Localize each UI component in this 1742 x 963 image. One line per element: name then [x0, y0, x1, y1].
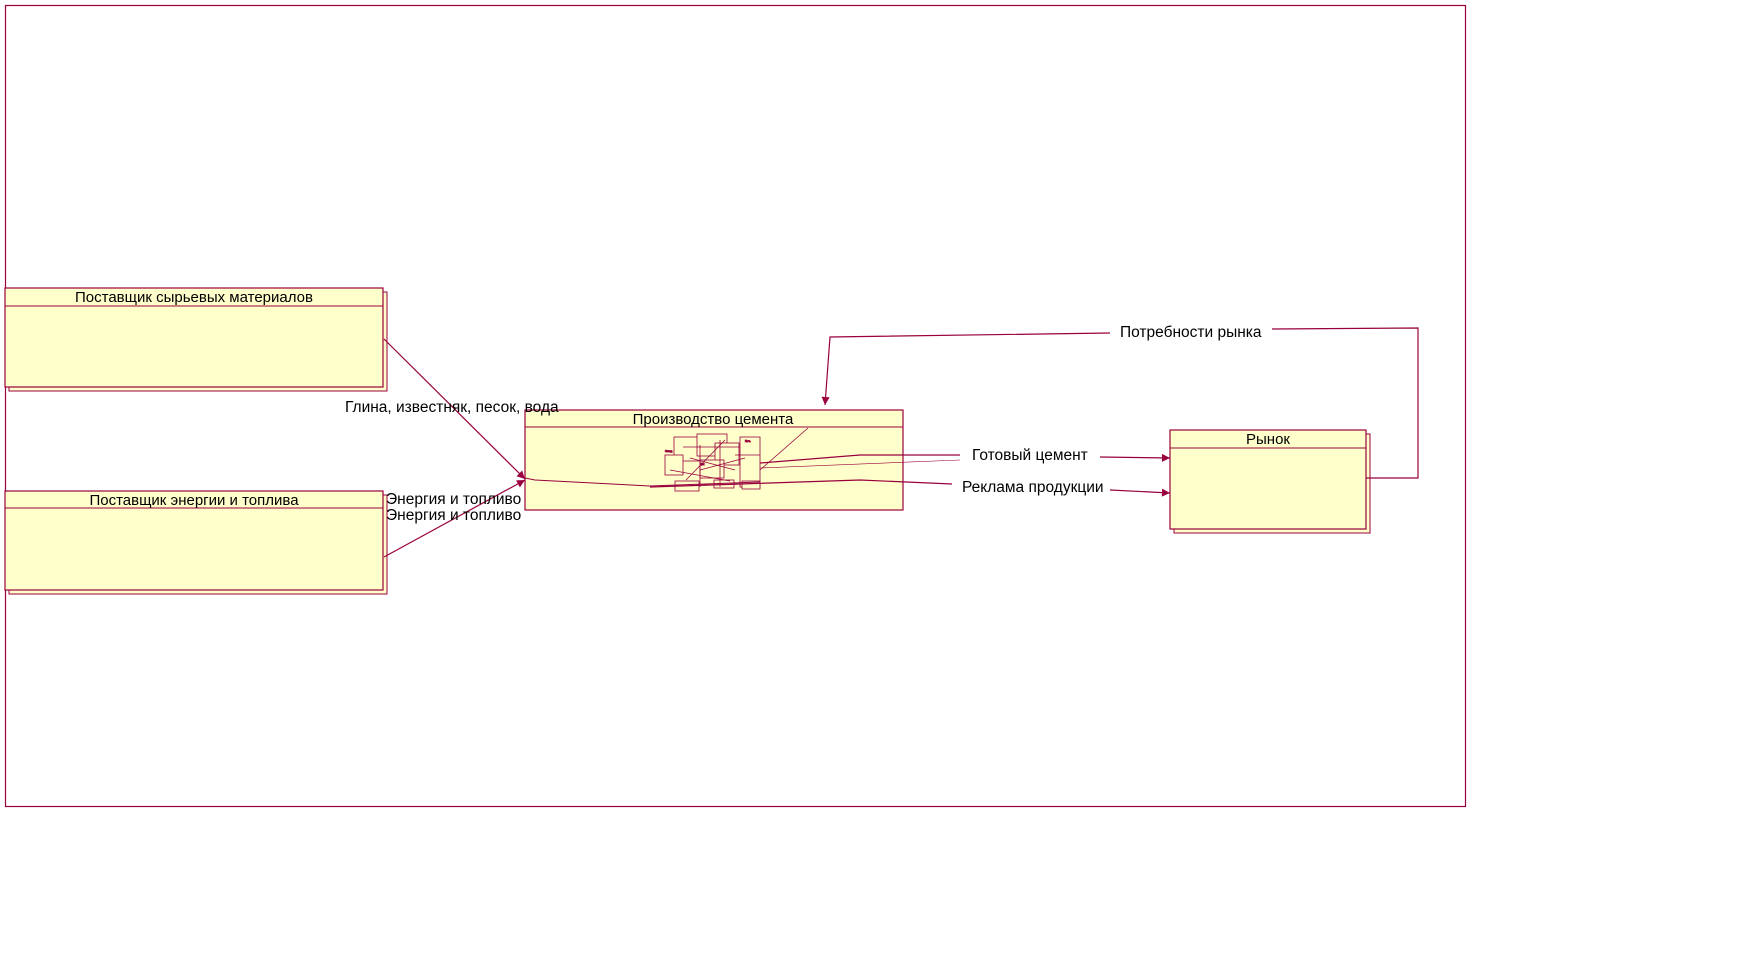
entity-raw-supplier-title: Поставщик сырьевых материалов: [75, 289, 313, 306]
entity-raw-supplier[interactable]: Поставщик сырьевых материалов: [4, 287, 388, 392]
svg-text:Склад: Склад: [665, 450, 673, 453]
entity-market[interactable]: Рынок: [1169, 429, 1371, 534]
svg-text:Печь: Печь: [745, 440, 751, 443]
flow-energy-label-1: Энергия и топливо: [386, 491, 521, 508]
flow-advertising-label: Реклама продукции: [962, 479, 1104, 496]
flow-energy-label-2: Энергия и топливо: [386, 507, 521, 524]
flow-finished-cement-line[interactable]: [759, 455, 1170, 463]
flow-finished-cement-label: Готовый цемент: [972, 447, 1088, 464]
flow-advertising-line[interactable]: [649, 479, 1170, 493]
flow-raw-materials-label: Глина, известняк, песок, вода: [345, 399, 559, 416]
nested-subdiagram-thumbnail: Склад Цех Печь: [664, 427, 961, 492]
flow-market-needs-line[interactable]: [825, 327, 1419, 479]
process-cement-production[interactable]: Производство цемента Склад Цех Печь: [524, 409, 961, 511]
entity-energy-supplier[interactable]: Поставщик энергии и топлива: [4, 490, 388, 595]
process-cement-production-title: Производство цемента: [633, 411, 794, 428]
diagram-frame: [4, 4, 1467, 808]
entity-energy-supplier-title: Поставщик энергии и топлива: [89, 492, 299, 509]
flow-energy-line[interactable]: [383, 479, 526, 558]
svg-text:Цех: Цех: [700, 463, 705, 466]
flow-market-needs-label: Потребности рынка: [1120, 324, 1262, 341]
entity-market-title: Рынок: [1246, 431, 1290, 448]
flow-raw-materials-line[interactable]: [383, 338, 526, 480]
